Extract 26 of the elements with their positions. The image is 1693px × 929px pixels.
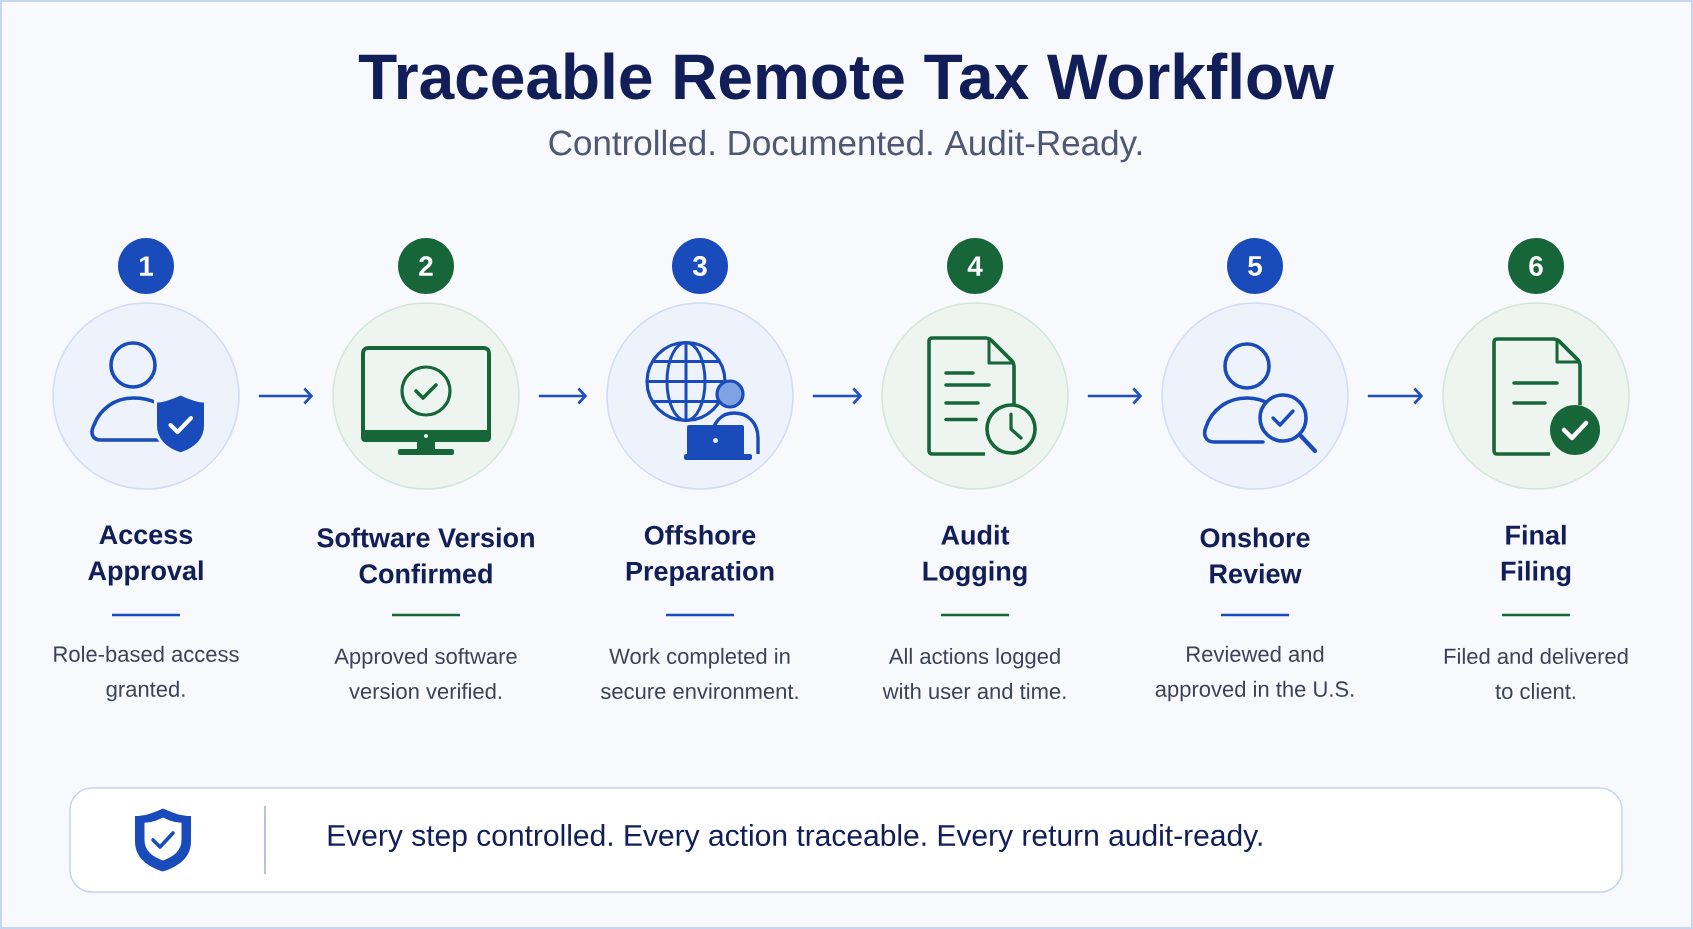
step-title: Final Filing	[1501, 524, 1571, 587]
step-description: All actions logged with user and time.	[882, 647, 1066, 700]
title: Traceable Remote Tax Workflow	[358, 52, 1334, 100]
step-description: Filed and delivered to client.	[1444, 647, 1628, 700]
step-title: Audit Logging	[923, 524, 1027, 587]
arrow	[538, 387, 588, 405]
banner-box: Every step controlled. Every action traceable. Every return audit-ready.	[69, 787, 1623, 893]
step-description: Reviewed and approved in the U.S.	[1155, 645, 1354, 702]
subtitle: Controlled. Documented. Audit-Ready.	[549, 129, 1142, 163]
step-title: Onshore Review	[1200, 527, 1310, 584]
step-title: Offshore Preparation	[626, 524, 774, 587]
number-badge: 4	[947, 238, 1003, 294]
step-title: Access Approval	[88, 525, 203, 586]
number-badge: 3	[672, 238, 728, 294]
step-title: Software Version Confirmed	[317, 527, 534, 584]
number-badge: 5	[1227, 238, 1283, 294]
step-description: Role-based access granted.	[54, 645, 239, 702]
step-description: Work completed in secure environment.	[600, 647, 798, 700]
arrow	[1367, 387, 1424, 405]
step-description: Approved software version verified.	[334, 647, 517, 700]
arrow	[258, 387, 314, 405]
number-badge: 2	[398, 238, 454, 294]
number-badge: 1	[118, 238, 174, 294]
arrow	[812, 387, 863, 405]
arrow	[1087, 387, 1143, 405]
number-badge: 6	[1508, 238, 1564, 294]
